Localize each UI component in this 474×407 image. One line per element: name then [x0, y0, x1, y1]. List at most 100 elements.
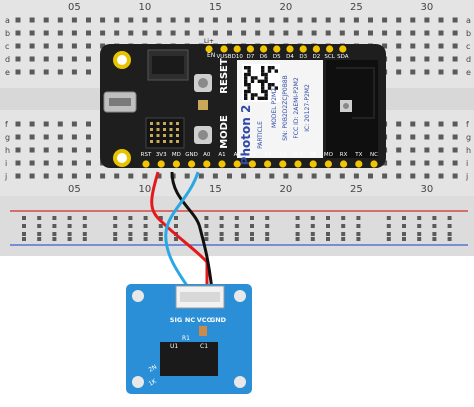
column-number-bottom: 10: [139, 184, 152, 195]
breadboard-hole: [71, 69, 77, 75]
grove-pin-label: GND: [210, 316, 227, 324]
row-letter: i: [466, 159, 468, 168]
pin-label: RST: [141, 152, 152, 158]
qr-cell: [267, 66, 272, 70]
pin-label: RX: [340, 152, 348, 158]
pin-label: MD: [172, 152, 181, 158]
breadboard-hole: [86, 30, 91, 36]
qr-cell: [247, 66, 251, 70]
breadboard-hole: [71, 134, 77, 140]
column-number-top: 30: [421, 2, 434, 13]
rail-hole: [250, 216, 254, 220]
rail-hole: [310, 237, 315, 241]
header-pin: [260, 45, 268, 53]
rail-hole: [234, 237, 239, 241]
pin-label: GND: [185, 152, 198, 158]
rail-hole: [250, 237, 254, 241]
breadboard-hole: [142, 173, 148, 179]
breadboard-hole: [15, 134, 21, 140]
qr-cell: [254, 93, 258, 97]
component-c1: [199, 326, 207, 336]
row-letter: h: [5, 146, 10, 155]
pin-label: S4: [264, 152, 271, 158]
qr-cell: [261, 72, 265, 77]
pin-label: D2: [313, 54, 321, 60]
breadboard-hole: [438, 56, 444, 62]
rail-hole: [143, 232, 148, 236]
qr-cell: [264, 93, 268, 97]
grove-pin-label: SIG: [170, 316, 182, 324]
rail-hole: [67, 224, 72, 228]
rail-hole: [417, 237, 422, 241]
rail-hole: [67, 216, 72, 220]
breadboard-hole: [410, 147, 416, 153]
sensor-chip: [160, 342, 218, 376]
breadboard-hole: [71, 17, 77, 23]
breadboard-hole: [339, 17, 345, 23]
rail-hole: [402, 237, 406, 241]
qr-cell: [244, 93, 248, 97]
breadboard-hole: [29, 43, 35, 49]
rail-hole: [417, 232, 422, 236]
breadboard-hole: [410, 43, 416, 49]
breadboard-hole: [382, 17, 388, 23]
breadboard-hole: [86, 173, 91, 179]
rail-hole: [310, 224, 315, 228]
qr-cell: [274, 86, 278, 90]
rail-hole: [432, 224, 437, 228]
breadboard-hole: [438, 121, 444, 127]
breadboard-hole: [438, 173, 444, 179]
breadboard-hole: [86, 43, 91, 49]
qr-cell: [254, 76, 258, 80]
rail-hole: [128, 224, 133, 228]
breadboard-hole: [283, 173, 289, 179]
breadboard-hole: [184, 30, 190, 36]
r1-label: R1: [182, 335, 190, 342]
rail-hole: [234, 224, 239, 228]
rail-hole: [174, 216, 178, 220]
qr-cell: [261, 79, 265, 83]
breadboard-hole: [15, 43, 21, 49]
grove-hole-tl: [132, 290, 144, 302]
header-pin: [218, 160, 226, 168]
breadboard-hole: [29, 147, 35, 153]
debug-pin: [150, 128, 153, 131]
header-pin: [203, 160, 211, 168]
breadboard-hole: [424, 43, 430, 49]
rail-hole: [265, 216, 270, 220]
breadboard-hole: [71, 147, 77, 153]
qr-cell: [244, 76, 248, 80]
header-pin: [326, 45, 334, 53]
qr-cell: [264, 72, 268, 77]
qr-cell: [257, 79, 261, 83]
breadboard-hole: [269, 17, 275, 23]
breadboard-hole: [29, 69, 35, 75]
qr-cell: [244, 66, 248, 70]
breadboard-hole: [170, 30, 176, 36]
rail-hole: [204, 224, 209, 228]
column-number-bottom: 30: [421, 184, 434, 195]
breadboard-hole: [438, 147, 444, 153]
breadboard-hole: [438, 17, 444, 23]
debug-pin: [156, 140, 160, 143]
breadboard-hole: [227, 173, 232, 179]
rail-hole: [295, 224, 300, 228]
rail-hole: [219, 232, 224, 236]
header-pin: [142, 160, 150, 168]
pin-label: A5: [249, 152, 257, 158]
header-pin: [264, 160, 272, 168]
breadboard-hole: [410, 69, 416, 75]
label-2n: 2N: [148, 364, 159, 374]
breadboard-hole: [353, 173, 359, 179]
breadboard-hole: [57, 173, 63, 179]
header-pin: [188, 160, 196, 168]
breadboard-hole: [114, 17, 120, 23]
qr-cell: [267, 83, 272, 87]
qr-cell: [257, 96, 261, 100]
breadboard-hole: [198, 30, 204, 36]
header-pin: [233, 160, 241, 168]
breadboard-hole: [339, 173, 345, 179]
qr-cell: [250, 93, 255, 97]
pin-label: A0: [203, 152, 211, 158]
